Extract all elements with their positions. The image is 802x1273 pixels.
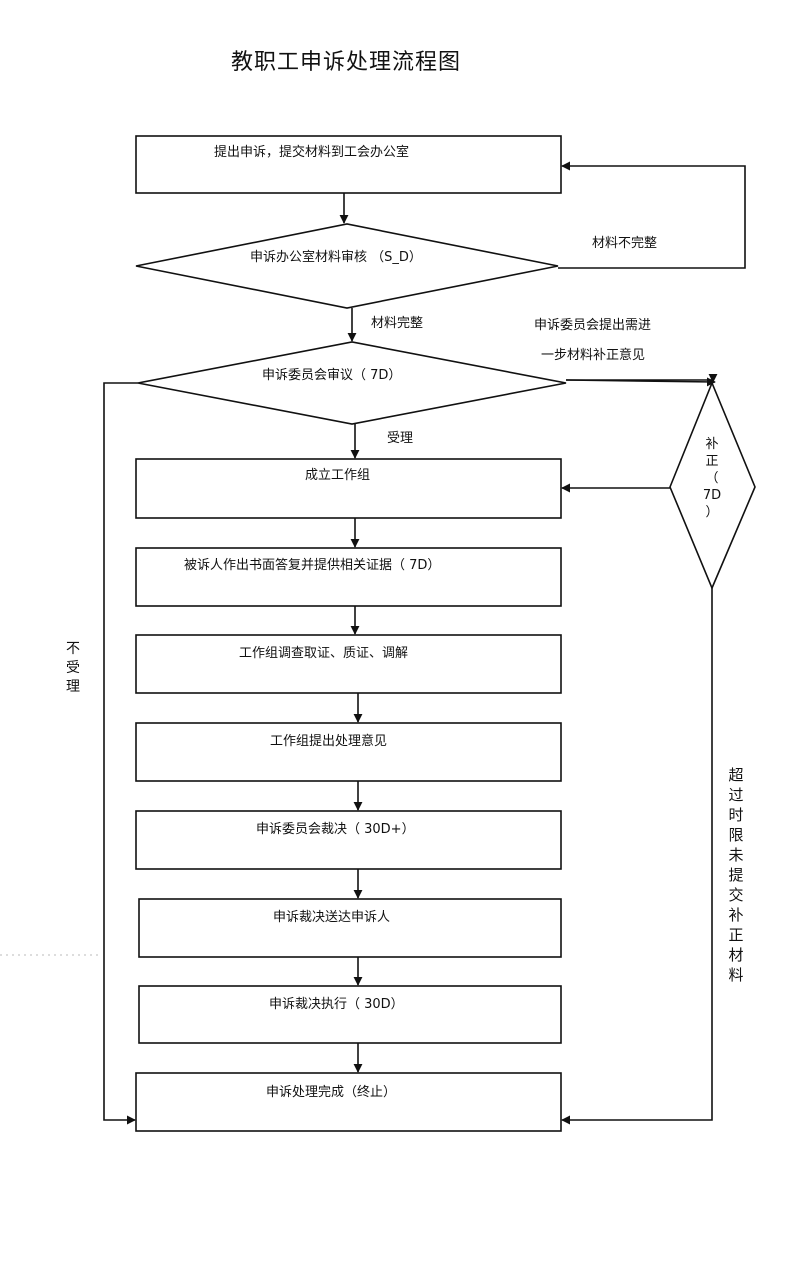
not-accepted-char: 不 [66,641,80,657]
supplement-char: 正 [705,454,719,469]
step-complete-label: 申诉处理完成（终止） [266,1085,397,1100]
edge-label-complete: 材料完整 [371,316,424,331]
path-timeout [561,588,713,1125]
not-accepted-char: 理 [66,679,80,695]
timeout-char: 提 [728,866,744,884]
edge-label-need-more-line1: 申诉委员会提出需进 [534,318,652,333]
step-respondent-reply-label: 被诉人作出书面答复并提供相关证据（ 7D） [184,558,441,573]
timeout-char: 过 [728,786,744,804]
step-review-label: 申诉办公室材料审核 （S_D） [250,250,422,265]
not-accepted-char: 受 [66,660,80,676]
box-complete [135,1072,562,1132]
timeout-char: 交 [728,886,744,904]
timeout-char: 材 [728,946,744,964]
timeout-char: 时 [728,806,744,824]
box-ruling [135,810,562,870]
step-deliver-label: 申诉裁决送达申诉人 [273,910,391,925]
diamond-review [135,223,559,309]
step-execute-label: 申诉裁决执行（ 30D） [269,997,404,1012]
timeout-char: 限 [728,826,744,844]
edge-label-incomplete: 材料不完整 [592,236,658,251]
diamond-committee [137,341,567,425]
box-submit [135,135,562,194]
step-investigate-label: 工作组调查取证、质证、调解 [239,646,409,661]
not-accepted-label: 不 受 理 [64,640,82,697]
timeout-label: 超 过 时 限 未 提 交 补 正 材 料 [726,765,746,985]
step-propose-label: 工作组提出处理意见 [270,734,388,749]
box-execute [138,985,562,1044]
edge-label-need-more-line2: 一步材料补正意见 [541,348,646,363]
page-title: 教职工申诉处理流程图 [231,50,462,75]
box-investigate [135,634,562,694]
supplement-char: 补 [705,437,719,452]
timeout-char: 正 [728,926,744,944]
loop-incomplete [558,161,746,269]
supplement-char: 7D [702,488,722,503]
timeout-char: 补 [728,906,744,924]
timeout-char: 料 [728,966,744,984]
supplement-label: 补 正 （ 7D ） [696,436,728,521]
edge-label-accepted: 受理 [387,431,414,446]
step-committee-label: 申诉委员会审议（ 7D） [262,368,402,383]
timeout-char: 超 [728,766,744,784]
box-form-group [135,458,562,519]
step-form-group-label: 成立工作组 [305,468,371,483]
supplement-char: ） [705,505,719,520]
timeout-char: 未 [728,846,744,864]
supplement-char: （ [705,471,719,486]
step-ruling-label: 申诉委员会裁决（ 30D+） [256,822,415,837]
box-deliver [138,898,562,958]
step-submit-label: 提出申诉，提交材料到工会办公室 [214,145,410,160]
arrow-committee-supplement-head [565,377,716,387]
box-respondent-reply [135,547,562,607]
path-not-accepted [103,382,138,1125]
diamond-supplement [669,380,756,591]
box-propose [135,722,562,782]
